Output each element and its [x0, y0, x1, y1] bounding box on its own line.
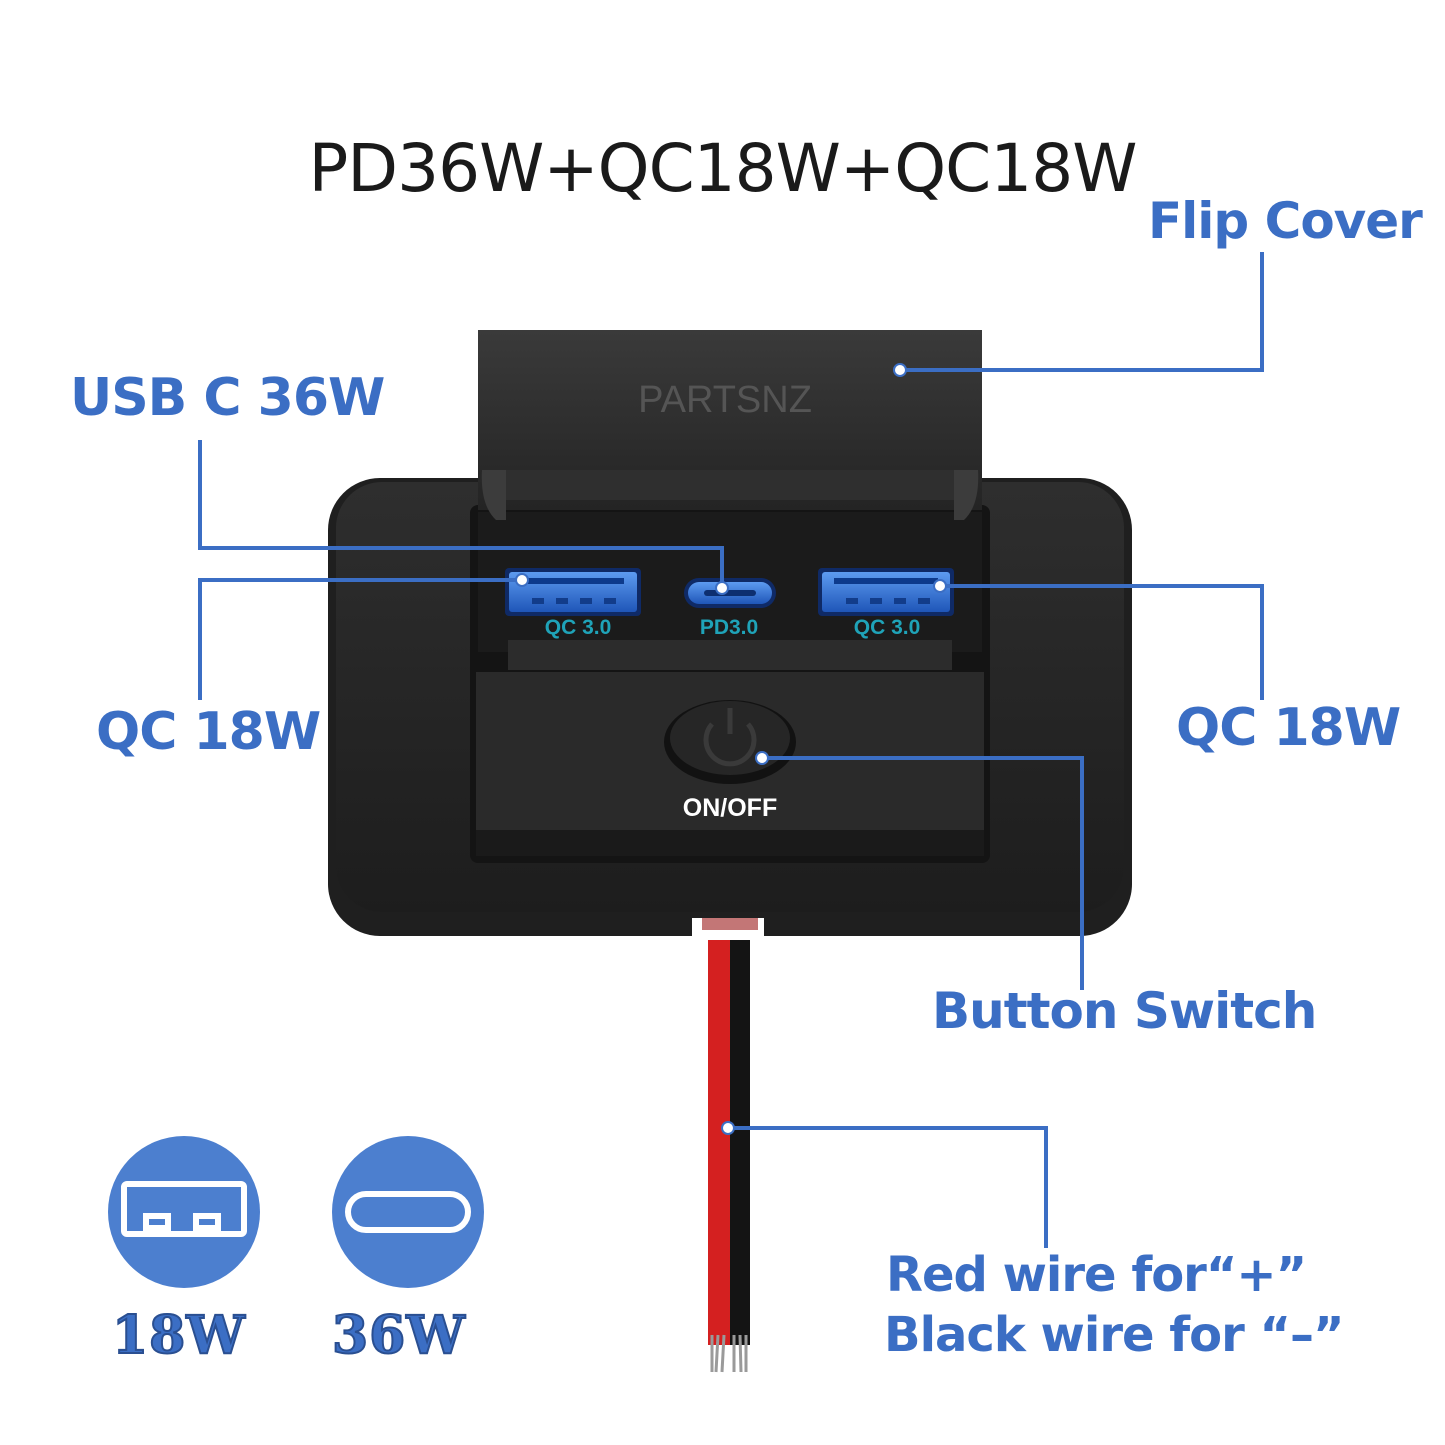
leader-qc-right [940, 584, 1264, 700]
power-button[interactable]: ON/OFF [664, 700, 796, 822]
usb-a-badge [108, 1136, 260, 1288]
headline: PD36W+QC18W+QC18W [308, 130, 1137, 207]
port-label-center: PD3.0 [700, 616, 758, 639]
brand-watermark: PARTSNZ [638, 379, 812, 421]
leader-button [762, 756, 1084, 990]
usb-a-port-right[interactable]: QC 3.0 [818, 568, 954, 639]
usb-c-watt-label: 36W [331, 1304, 466, 1367]
wire-callout-black: Black wire for “–” [884, 1307, 1345, 1363]
usb-a-icon [121, 1181, 247, 1237]
wire-callout: Red wire for“+” Black wire for “–” [884, 1245, 1345, 1365]
leader-lines [198, 252, 1264, 1248]
usb-a-port-left[interactable]: QC 3.0 [505, 568, 641, 639]
usb-c-port[interactable]: PD3.0 [684, 578, 776, 639]
qc-left-callout: QC 18W [96, 702, 321, 762]
usb-a-watt-label: 18W [111, 1304, 246, 1367]
leader-wire [728, 1126, 1048, 1248]
usb-c-badge [332, 1136, 484, 1288]
leader-qc-left [198, 578, 522, 700]
flip-cover-callout: Flip Cover [1148, 192, 1423, 250]
button-switch-callout: Button Switch [932, 982, 1317, 1040]
leader-dots [515, 363, 947, 1135]
qc-right-callout: QC 18W [1176, 698, 1401, 758]
red-wire [708, 925, 730, 1345]
port-label-right: QC 3.0 [854, 616, 921, 639]
leader-flip-cover [900, 252, 1264, 372]
leader-usb-c [198, 440, 724, 588]
switch-label: ON/OFF [683, 794, 777, 822]
usb-c-icon [345, 1191, 471, 1233]
black-wire [730, 925, 750, 1345]
power-icon [703, 722, 757, 767]
usb-c-callout: USB C 36W [70, 368, 385, 428]
wire-callout-red: Red wire for“+” [886, 1247, 1307, 1303]
flip-cover[interactable]: PARTSNZ [478, 330, 982, 520]
port-label-left: QC 3.0 [545, 616, 612, 639]
power-wires [708, 925, 750, 1373]
